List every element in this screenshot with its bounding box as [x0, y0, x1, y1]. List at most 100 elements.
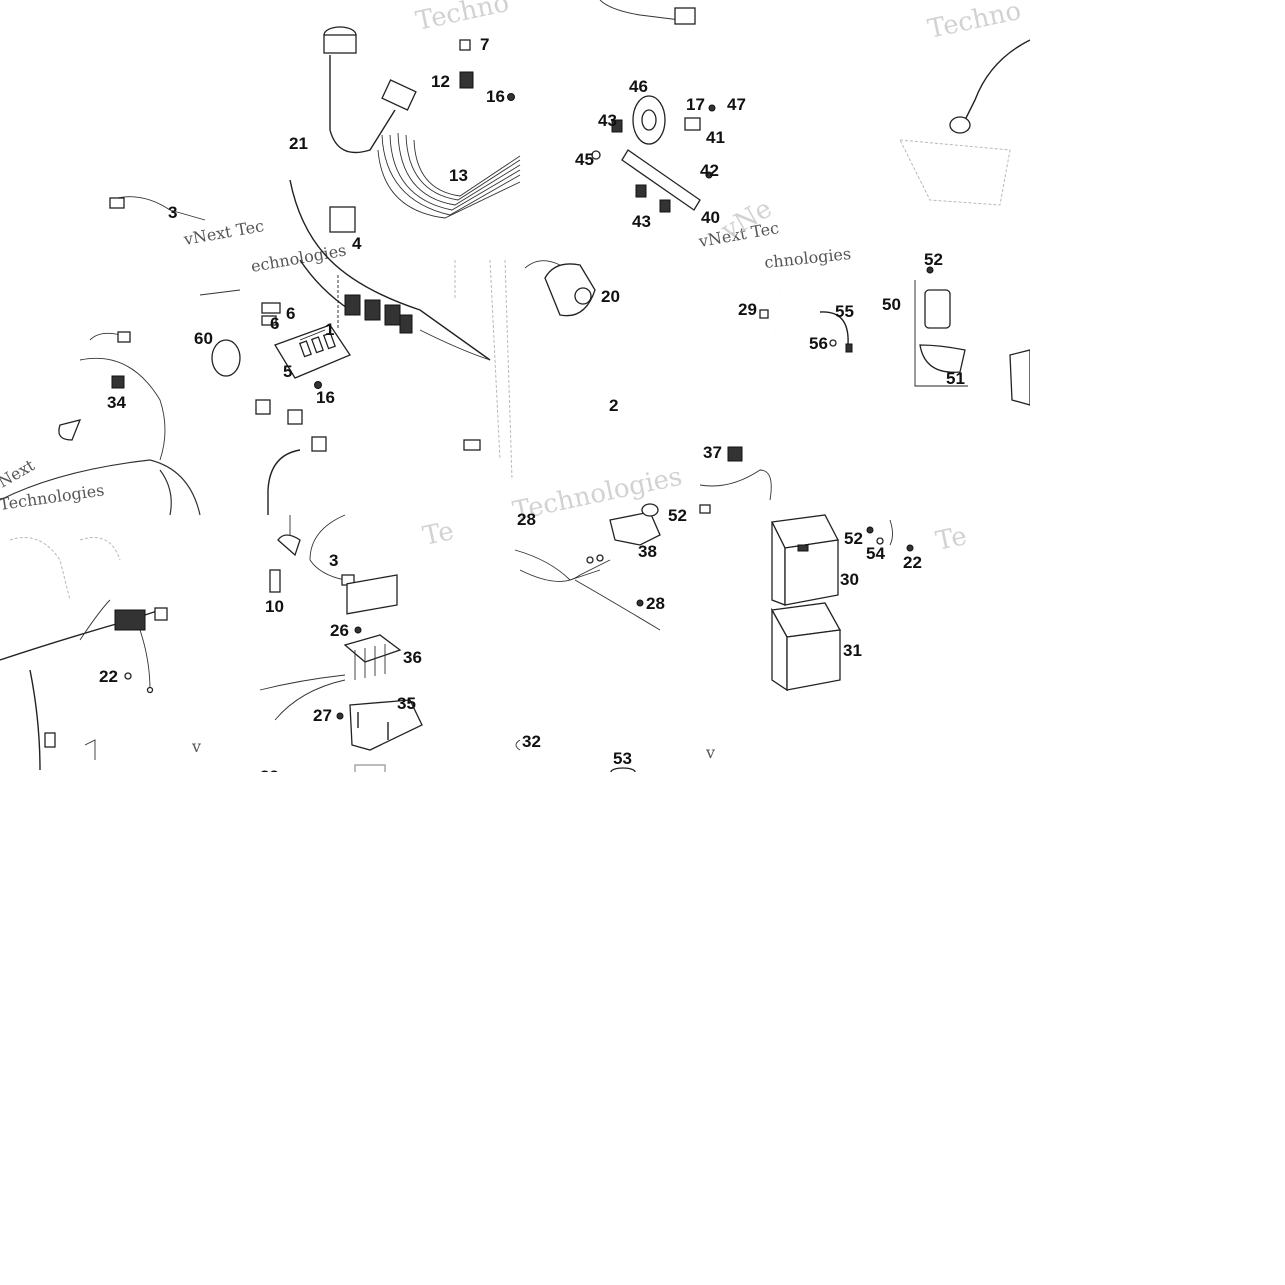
part-number-label: 21 [289, 134, 308, 153]
part-number-label: 12 [431, 72, 450, 91]
screw-part [507, 93, 515, 101]
part-callouts: 7 12 16 21 13 3 4 6 6 60 1 5 16 34 46 17… [99, 35, 965, 786]
connector-part [255, 399, 271, 415]
connector-part [117, 331, 131, 343]
sensor-part [277, 534, 301, 557]
part-number-label: 32 [522, 732, 541, 751]
part-number-label: 60 [194, 329, 213, 348]
nut-part [635, 184, 647, 198]
watermark-text: echnologies [249, 240, 347, 275]
connector-part [154, 607, 168, 621]
part-number-label: 47 [727, 95, 746, 114]
part-number-label: 7 [480, 35, 489, 54]
part-number-label: 5 [283, 362, 292, 381]
part-number-label: 56 [809, 334, 828, 353]
washer-part [591, 150, 601, 160]
label-part [609, 511, 661, 546]
part-number-label: 2 [609, 396, 618, 415]
part-number-label: 27 [313, 706, 332, 725]
ghost-frame [1009, 349, 1031, 406]
part-number-label: 26 [330, 621, 349, 640]
ghost-frame [899, 139, 1011, 206]
watermark-layer: Techno Techno vNext Tec vNext Tec echnol… [0, 0, 1024, 762]
watermark-text: Te [420, 516, 456, 552]
relay-part [459, 71, 474, 89]
sensor-part [109, 197, 125, 209]
fuse-part [261, 315, 277, 326]
watermark-text: Techno [925, 0, 1024, 45]
watermark-text: v [191, 737, 201, 756]
part-number-label: 37 [703, 443, 722, 462]
part-number-label: 52 [668, 506, 687, 525]
part-number-label: 22 [99, 667, 118, 686]
part-number-label: 22 [903, 553, 922, 572]
connector-block [114, 609, 146, 631]
ground-cable [267, 449, 301, 515]
part-number-label: 53 [613, 749, 632, 768]
battery-box [770, 602, 842, 692]
terminal-part [845, 343, 853, 353]
part-number-label: 54 [866, 544, 885, 563]
part-number-label: 30 [840, 570, 859, 589]
screw-part [866, 526, 874, 534]
blank-area [0, 772, 1285, 1285]
part-number-label: 20 [601, 287, 620, 306]
part-number-label: 42 [700, 161, 719, 180]
connector-part [111, 375, 125, 389]
part-number-label: 4 [352, 234, 362, 253]
part-number-label: 38 [638, 542, 657, 561]
sensor-part [269, 569, 281, 593]
connector-part [699, 504, 711, 514]
part-number-label: 28 [517, 510, 536, 529]
watermark-text: vNext Tec [181, 216, 265, 249]
part-number-label: 10 [265, 597, 284, 616]
connector-part [674, 7, 696, 25]
watermark-text: v [705, 743, 715, 762]
washer-part [829, 339, 837, 347]
connector-part [287, 409, 303, 425]
screw-part [314, 381, 322, 389]
harness-bundle [377, 132, 521, 219]
bracket-part [349, 699, 423, 751]
coil-part [329, 206, 356, 233]
nut-part [354, 626, 362, 634]
watermark-text: Te [933, 521, 969, 557]
part-number-label: 16 [316, 388, 335, 407]
relay-part [459, 39, 471, 51]
part-number-label: 46 [629, 77, 648, 96]
screw-part [926, 266, 934, 274]
part-number-label: 3 [168, 203, 177, 222]
fuse-part [261, 302, 281, 314]
connector-part [463, 439, 481, 451]
sending-unit [323, 26, 417, 154]
part-number-label: 35 [397, 694, 416, 713]
watermark-text: Technologies [0, 480, 105, 514]
part-number-label: 43 [598, 111, 617, 130]
sensor-part [58, 419, 82, 441]
cable-end [949, 116, 971, 134]
part-number-label: 3 [329, 551, 338, 570]
tile-bottom-left [0, 537, 168, 771]
screw-part [708, 104, 716, 112]
screw-part [336, 712, 344, 720]
clamp-ring [211, 339, 241, 377]
battery-part [771, 514, 839, 606]
nut-part [611, 119, 623, 133]
part-number-label: 43 [632, 212, 651, 231]
tile-top-right [591, 0, 1031, 213]
part-number-label: 13 [449, 166, 468, 185]
part-number-label: 41 [706, 128, 725, 147]
part-number-label: 40 [701, 208, 720, 227]
screw-part [906, 544, 914, 552]
washer-part [876, 537, 884, 545]
part-number-label: 55 [835, 302, 854, 321]
harness-bundle-lower [0, 332, 256, 516]
part-number-label: 29 [738, 300, 757, 319]
part-number-label: 6 [286, 304, 295, 323]
ghost-frame [9, 537, 121, 601]
clip-part [636, 599, 644, 607]
watermark-text: Techno [413, 0, 512, 37]
part-number-label: 52 [924, 250, 943, 269]
part-number-label: 16 [486, 87, 505, 106]
